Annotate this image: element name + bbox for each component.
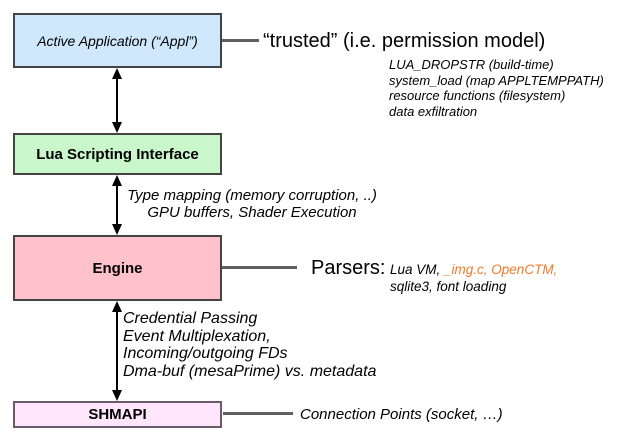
connector-line-app-trusted [222,39,259,42]
double-arrow-icon-lua-engine [109,175,125,235]
app-note-line: data exfiltration [389,104,478,120]
connector-line-engine-parsers [222,266,297,269]
box-engine-label: Engine [92,259,143,277]
connection-points-note: Connection Points (socket, …) [300,406,503,423]
box-lua-scripting-interface-label: Lua Scripting Interface [36,145,199,163]
parsers-line-1: Lua VM, _img.c, OpenCTM, [390,261,557,278]
app-notes-list: LUA_DROPSTR (build-time) system_load (ma… [389,57,604,120]
trusted-note: “trusted” (i.e. permission model) [263,30,546,52]
box-lua-scripting-interface: Lua Scripting Interface [13,133,222,175]
app-note-line: system_load (map APPLTEMPPATH) [389,72,604,88]
parsers-plain-text: Lua VM, [390,262,445,277]
arrow-shaft [116,186,118,224]
connector-line-shmapi-connection [223,412,293,415]
arrowhead-down-icon [112,224,122,235]
app-note-line: LUA_DROPSTR (build-time) [389,57,554,72]
lua-engine-notes: Type mapping (memory corruption, ..) GPU… [118,187,386,221]
box-active-application: Active Application (“Appl”) [13,13,222,68]
double-arrow-icon-app-lua [109,68,125,133]
parsers-line-2: sqlite3, font loading [390,279,507,294]
engine-shmapi-note-line: Dma-buf (mesaPrime) vs. metadata [123,362,377,380]
arrowhead-down-icon [112,122,122,133]
app-note-line: resource functions (filesystem) [389,88,566,104]
box-engine: Engine [13,235,222,301]
arrowhead-up-icon [112,68,122,79]
parsers-label: Parsers: [311,257,386,279]
lua-engine-note-line: GPU buffers, Shader Execution [147,204,357,221]
arrowhead-up-icon [112,301,122,312]
arrow-shaft [116,312,118,390]
engine-shmapi-note-line: Incoming/outgoing FDs [123,345,288,363]
arrowhead-up-icon [112,175,122,186]
engine-shmapi-notes: Credential Passing Event Multiplexation,… [123,310,376,380]
arrowhead-down-icon [112,390,122,401]
box-shmapi: SHMAPI [13,401,222,428]
lua-engine-note-line: Type mapping (memory corruption, ..) [127,187,377,204]
double-arrow-icon-engine-shmapi [109,301,125,401]
box-shmapi-label: SHMAPI [88,406,147,423]
engine-shmapi-note-line: Credential Passing [123,310,258,327]
engine-shmapi-note-line: Event Multiplexation, [123,327,271,345]
parsers-orange-text: _img.c, OpenCTM, [444,262,558,277]
box-active-application-label: Active Application (“Appl”) [37,32,198,49]
parsers-list: Lua VM, _img.c, OpenCTM, sqlite3, font l… [390,261,557,295]
arrow-shaft [116,79,118,122]
